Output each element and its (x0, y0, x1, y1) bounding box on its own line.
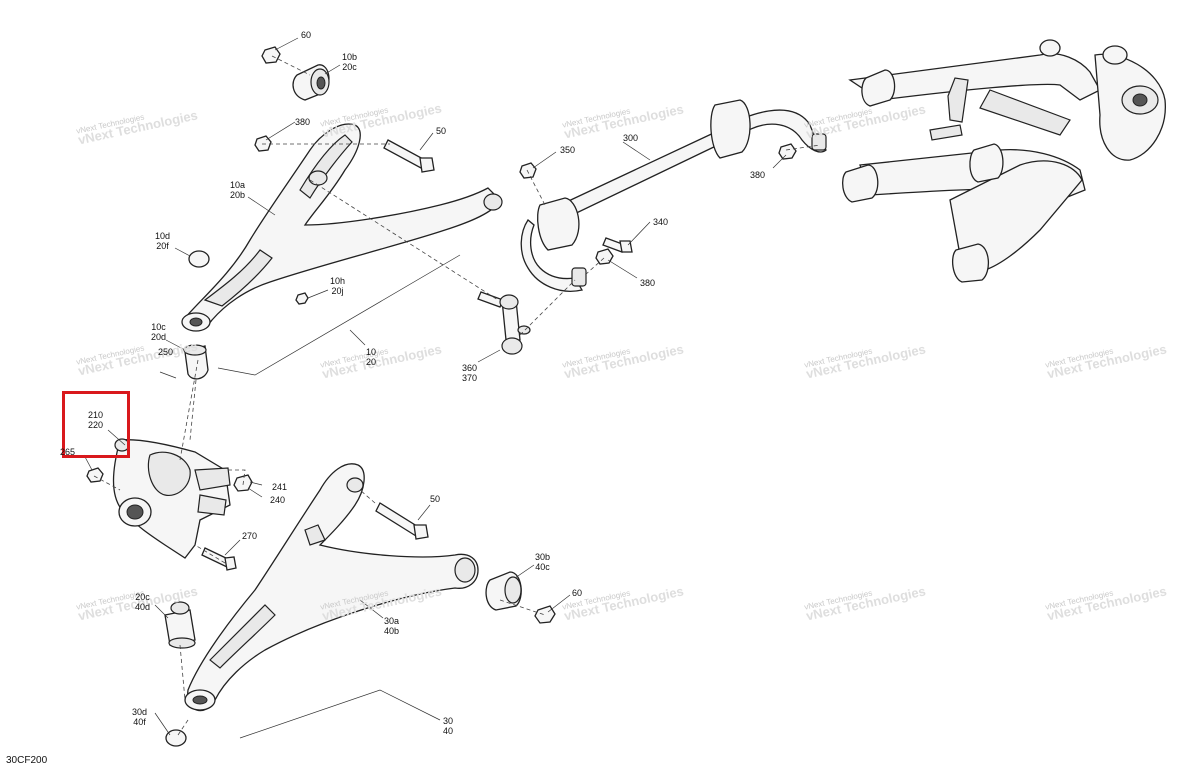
retaining-ring-lower (165, 729, 187, 747)
callout-241[interactable]: 241 (272, 482, 288, 492)
callout-350[interactable]: 350 (560, 145, 576, 155)
callout-380[interactable]: 380 (750, 170, 766, 180)
callout-265[interactable]: 265 (60, 447, 76, 457)
leader-lines (83, 37, 787, 739)
callout-50[interactable]: 50 (436, 126, 447, 136)
upper-bushing (292, 64, 330, 101)
callout-60[interactable]: 60 (572, 588, 583, 598)
stabilizer-link (499, 294, 531, 355)
callout-270[interactable]: 270 (242, 531, 258, 541)
upper-a-arm (181, 123, 503, 332)
callout-300[interactable]: 300 (623, 133, 639, 143)
highlight-box (62, 391, 130, 458)
callout-380[interactable]: 380 (640, 278, 656, 288)
hardware-bolts (201, 139, 633, 571)
cotter-pin (159, 371, 177, 379)
callout-240[interactable]: 240 (270, 495, 286, 505)
retaining-ring-upper (188, 250, 210, 268)
lower-ball-joint (164, 601, 196, 649)
suspension-assembly (841, 39, 1166, 283)
callout-250[interactable]: 250 (158, 347, 174, 357)
drawing-code: 30CF200 (6, 755, 48, 766)
callout-50[interactable]: 50 (430, 494, 441, 504)
callout-60[interactable]: 60 (301, 30, 312, 40)
lower-a-arm (184, 463, 479, 712)
assembly-lines (93, 55, 821, 736)
lower-bushing (485, 571, 522, 611)
steering-knuckle (112, 438, 231, 559)
stabilizer-bar (520, 99, 827, 292)
callout-380[interactable]: 380 (295, 117, 311, 127)
upper-ball-joint (183, 344, 209, 380)
callout-340[interactable]: 340 (653, 217, 669, 227)
